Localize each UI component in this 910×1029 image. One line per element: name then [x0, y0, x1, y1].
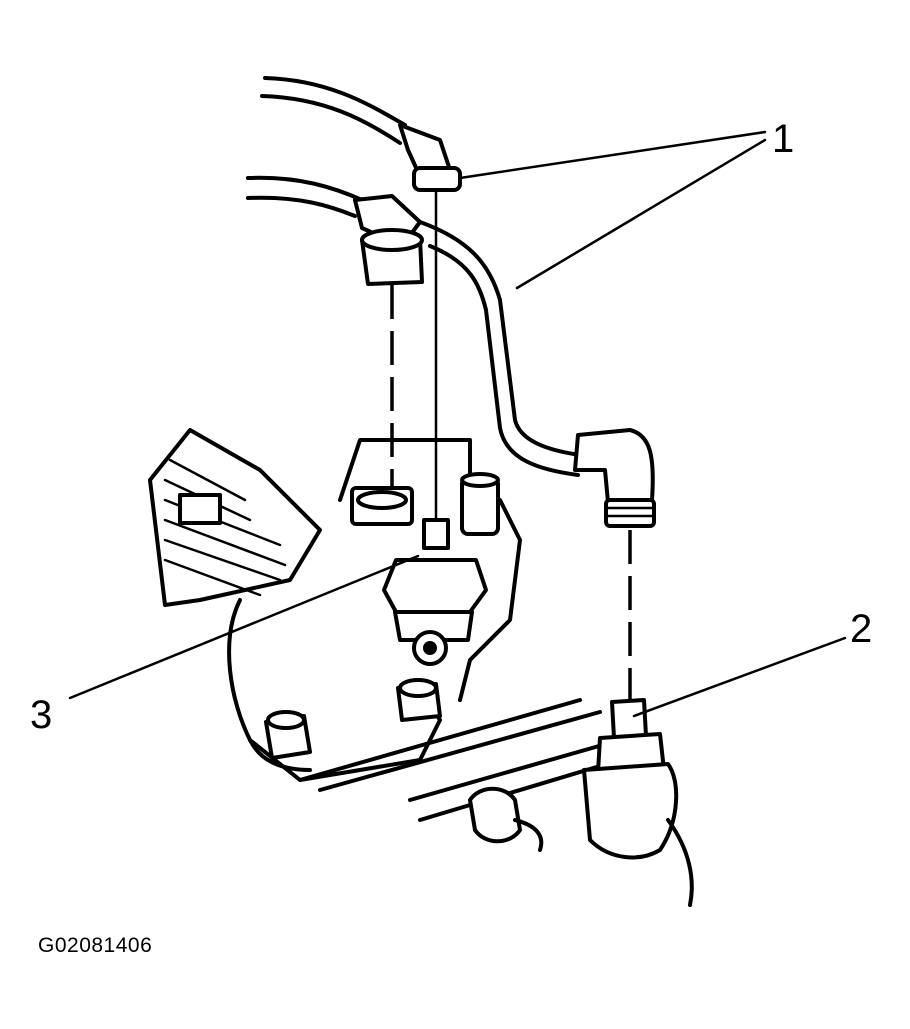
sensor-port: [468, 698, 694, 907]
valve-assembly: [338, 438, 522, 702]
leader-lines: [68, 130, 847, 718]
callout-3: 3: [30, 693, 52, 737]
callout-2: 2: [850, 607, 872, 651]
manifold-body: [227, 598, 622, 822]
figure-code: G02081406: [38, 934, 153, 957]
upper-vacuum-hose: [260, 76, 462, 192]
ribbed-cover: [148, 428, 322, 607]
lower-vacuum-hose: [246, 175, 656, 528]
callout-1: 1: [772, 117, 794, 161]
grommet-left: [360, 228, 424, 286]
